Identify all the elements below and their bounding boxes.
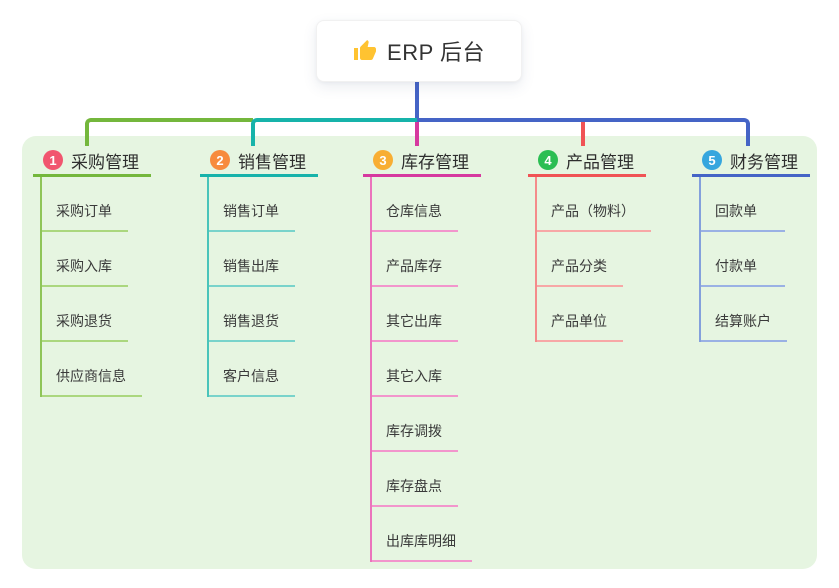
root-title: ERP 后台 [387, 40, 485, 65]
node-item[interactable]: 客户信息 [209, 342, 295, 397]
branch-product: 4 产品管理 产品（物料） 产品分类 产品单位 [528, 146, 658, 342]
node-item[interactable]: 销售订单 [209, 177, 295, 232]
branch-label: 采购管理 [71, 152, 139, 172]
node-item[interactable]: 供应商信息 [42, 342, 142, 397]
branch-purchase: 1 采购管理 采购订单 采购入库 采购退货 供应商信息 [33, 146, 163, 397]
branch-items: 销售订单 销售出库 销售退货 客户信息 [207, 177, 330, 397]
node-item[interactable]: 销售退货 [209, 287, 295, 342]
branch-number-badge: 3 [373, 150, 393, 170]
branch-number-badge: 2 [210, 150, 230, 170]
connector-root [415, 82, 419, 122]
branch-items: 产品（物料） 产品分类 产品单位 [535, 177, 658, 342]
connector-sales [251, 118, 417, 146]
branch-items: 采购订单 采购入库 采购退货 供应商信息 [40, 177, 163, 397]
branch-header-inventory[interactable]: 3 库存管理 [363, 146, 481, 177]
branch-number-badge: 1 [43, 150, 63, 170]
branches-panel [22, 136, 817, 569]
thumbs-up-icon [353, 39, 377, 63]
connector-purchase [85, 118, 253, 146]
connector-inventory [415, 122, 419, 146]
branch-label: 库存管理 [401, 152, 469, 172]
node-item[interactable]: 回款单 [701, 177, 785, 232]
node-item[interactable]: 付款单 [701, 232, 785, 287]
branch-items: 回款单 付款单 结算账户 [699, 177, 822, 342]
branch-number-badge: 4 [538, 150, 558, 170]
node-item[interactable]: 采购入库 [42, 232, 128, 287]
branch-header-finance[interactable]: 5 财务管理 [692, 146, 810, 177]
branch-label: 财务管理 [730, 152, 798, 172]
node-item[interactable]: 产品（物料） [537, 177, 651, 232]
branch-header-sales[interactable]: 2 销售管理 [200, 146, 318, 177]
branch-items: 仓库信息 产品库存 其它出库 其它入库 库存调拨 库存盘点 出库库明细 [370, 177, 493, 562]
node-item[interactable]: 产品库存 [372, 232, 458, 287]
node-item[interactable]: 其它入库 [372, 342, 458, 397]
node-item[interactable]: 采购订单 [42, 177, 128, 232]
node-item[interactable]: 产品单位 [537, 287, 623, 342]
branch-header-purchase[interactable]: 1 采购管理 [33, 146, 151, 177]
node-item[interactable]: 出库库明细 [372, 507, 472, 562]
branch-label: 产品管理 [566, 152, 634, 172]
branch-sales: 2 销售管理 销售订单 销售出库 销售退货 客户信息 [200, 146, 330, 397]
root-node[interactable]: ERP 后台 [316, 20, 522, 82]
node-item[interactable]: 库存盘点 [372, 452, 458, 507]
branch-label: 销售管理 [238, 152, 306, 172]
node-item[interactable]: 仓库信息 [372, 177, 458, 232]
branch-inventory: 3 库存管理 仓库信息 产品库存 其它出库 其它入库 库存调拨 库存盘点 出库库… [363, 146, 493, 562]
connector-finance [417, 118, 750, 146]
branch-finance: 5 财务管理 回款单 付款单 结算账户 [692, 146, 822, 342]
node-item[interactable]: 其它出库 [372, 287, 458, 342]
node-item[interactable]: 产品分类 [537, 232, 623, 287]
node-item[interactable]: 结算账户 [701, 287, 787, 342]
branch-number-badge: 5 [702, 150, 722, 170]
node-item[interactable]: 销售出库 [209, 232, 295, 287]
node-item[interactable]: 库存调拨 [372, 397, 458, 452]
connector-product [581, 122, 585, 146]
branch-header-product[interactable]: 4 产品管理 [528, 146, 646, 177]
node-item[interactable]: 采购退货 [42, 287, 128, 342]
